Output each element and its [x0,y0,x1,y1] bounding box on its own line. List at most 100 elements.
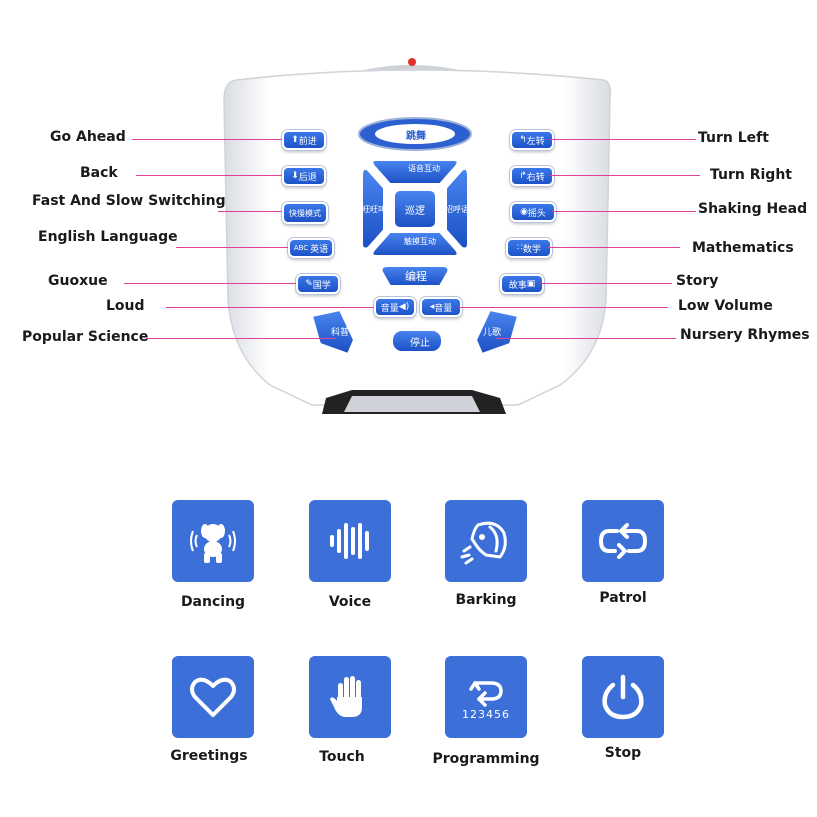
leader-line-mathematics [548,247,680,248]
leader-line-guoxue [124,283,296,284]
leader-line-story [540,283,672,284]
remote-backward-label: 后退 [298,172,317,183]
remote-english-label: 英语 [310,244,329,255]
patrol-loop-icon [599,523,647,559]
leader-line-back [136,175,282,176]
remote-speed-button[interactable]: 快慢模式 [282,202,328,224]
remote-bark-label: 旺旺叫 [362,205,386,214]
feature-label-touch: Touch [319,749,365,765]
remote-turn-right-button[interactable]: ↱右转 [510,166,554,186]
label-back: Back [80,165,118,181]
remote-patrol-label: 巡逻 [405,206,425,217]
remote-turn-left-button[interactable]: ↰左转 [510,130,554,150]
turn-left-icon: ↰ [519,135,527,145]
feature-label-voice: Voice [328,594,372,610]
feature-tile-barking [445,500,527,582]
remote-dance-label: 跳舞 [406,130,426,142]
remote-math-button[interactable]: ∷数学 [506,238,552,258]
voice-wave-icon [330,523,369,559]
power-icon [602,674,644,720]
story-icon: ▣ [526,279,536,289]
feature-label-stop: Stop [604,745,642,761]
leader-line-english [176,247,288,248]
label-turn-right: Turn Right [710,167,792,183]
remote-stop-label: 停止 [410,338,430,349]
remote-turn-left-label: 左转 [526,136,545,147]
leader-line-loud [166,307,374,308]
barking-dog-icon [460,521,507,565]
heart-icon [190,677,236,717]
dancing-dog-icon [190,524,236,563]
leader-line-shaking-head [552,211,696,212]
programming-number-text: 123456 [462,708,510,721]
programming-icon [469,681,503,707]
label-nursery-rhymes: Nursery Rhymes [680,327,810,343]
label-turn-left: Turn Left [698,130,769,146]
remote-touch-interact-label: 触摸互动 [404,237,436,246]
speaker-loud-icon: ◀) [398,302,410,312]
remote-backward-button[interactable]: ⬇后退 [282,166,326,186]
remote-greet-label: 招呼语 [445,205,469,214]
label-fast-slow: Fast And Slow Switching [32,193,226,209]
book-icon: ✎ [305,279,313,289]
remote-volume-up-button[interactable]: 音量◀) [374,297,416,317]
remote-shake-label: 摇头 [527,208,546,219]
feature-tile-dancing [172,500,254,582]
leader-line-popular-science [146,338,336,339]
remote-guoxue-button[interactable]: ✎国学 [296,274,340,294]
leader-line-turn-left [550,139,696,140]
abc-icon: ABC [293,244,309,252]
remote-shake-button[interactable]: ◉摇头 [510,202,556,222]
leader-line-go-ahead [132,139,282,140]
turn-right-icon: ↱ [519,171,527,181]
feature-label-programming: Programming [432,751,540,767]
feature-tile-stop [582,656,664,738]
label-low-volume: Low Volume [678,298,773,314]
label-popular-science: Popular Science [22,329,149,345]
remote-forward-button[interactable]: ⬆前进 [282,130,326,150]
remote-song-label: 儿歌 [482,328,501,338]
remote-math-label: 数学 [522,244,541,255]
speaker-low-icon: ◂ [429,302,435,312]
remote-forward-label: 前进 [298,136,317,147]
math-icon: ∷ [517,243,523,253]
remote-voice-interact-label: 语音互动 [408,164,440,173]
leader-line-turn-right [550,175,700,176]
head-icon: ◉ [520,207,528,217]
label-loud: Loud [106,298,145,314]
label-mathematics: Mathematics [692,240,794,256]
label-go-ahead: Go Ahead [50,129,126,145]
feature-label-dancing: Dancing [180,594,246,610]
feature-tile-touch [309,656,391,738]
remote-volume-up-label: 音量 [380,303,399,314]
feature-label-barking: Barking [455,592,517,608]
remote-turn-right-label: 右转 [526,172,545,183]
remote-story-label: 故事 [508,280,527,291]
feature-tile-greetings [172,656,254,738]
label-shaking-head: Shaking Head [698,201,808,217]
label-english: English Language [38,229,178,245]
remote-science-label: 科普 [330,328,349,338]
remote-dance-button[interactable]: 跳舞 [397,127,435,141]
hand-icon [330,676,362,717]
leader-line-low-volume [458,307,668,308]
feature-tile-patrol [582,500,664,582]
remote-volume-down-label: 音量 [434,303,453,314]
remote-guoxue-label: 国学 [312,280,331,291]
remote-story-button[interactable]: 故事▣ [500,274,544,294]
feature-label-greetings: Greetings [170,748,248,764]
remote-volume-down-button[interactable]: ◂音量 [420,297,462,317]
leader-line-nursery-rhymes [496,338,676,339]
feature-tile-voice [309,500,391,582]
feature-label-patrol: Patrol [599,590,647,606]
arrow-up-icon: ⬆ [291,135,299,145]
label-story: Story [676,273,719,289]
remote-speed-label: 快慢模式 [289,208,321,218]
leader-line-fast-slow [218,211,282,212]
remote-program-label: 编程 [405,270,427,283]
arrow-down-icon: ⬇ [291,171,299,181]
feature-tile-programming: 123456 [445,656,527,738]
label-guoxue: Guoxue [48,273,108,289]
